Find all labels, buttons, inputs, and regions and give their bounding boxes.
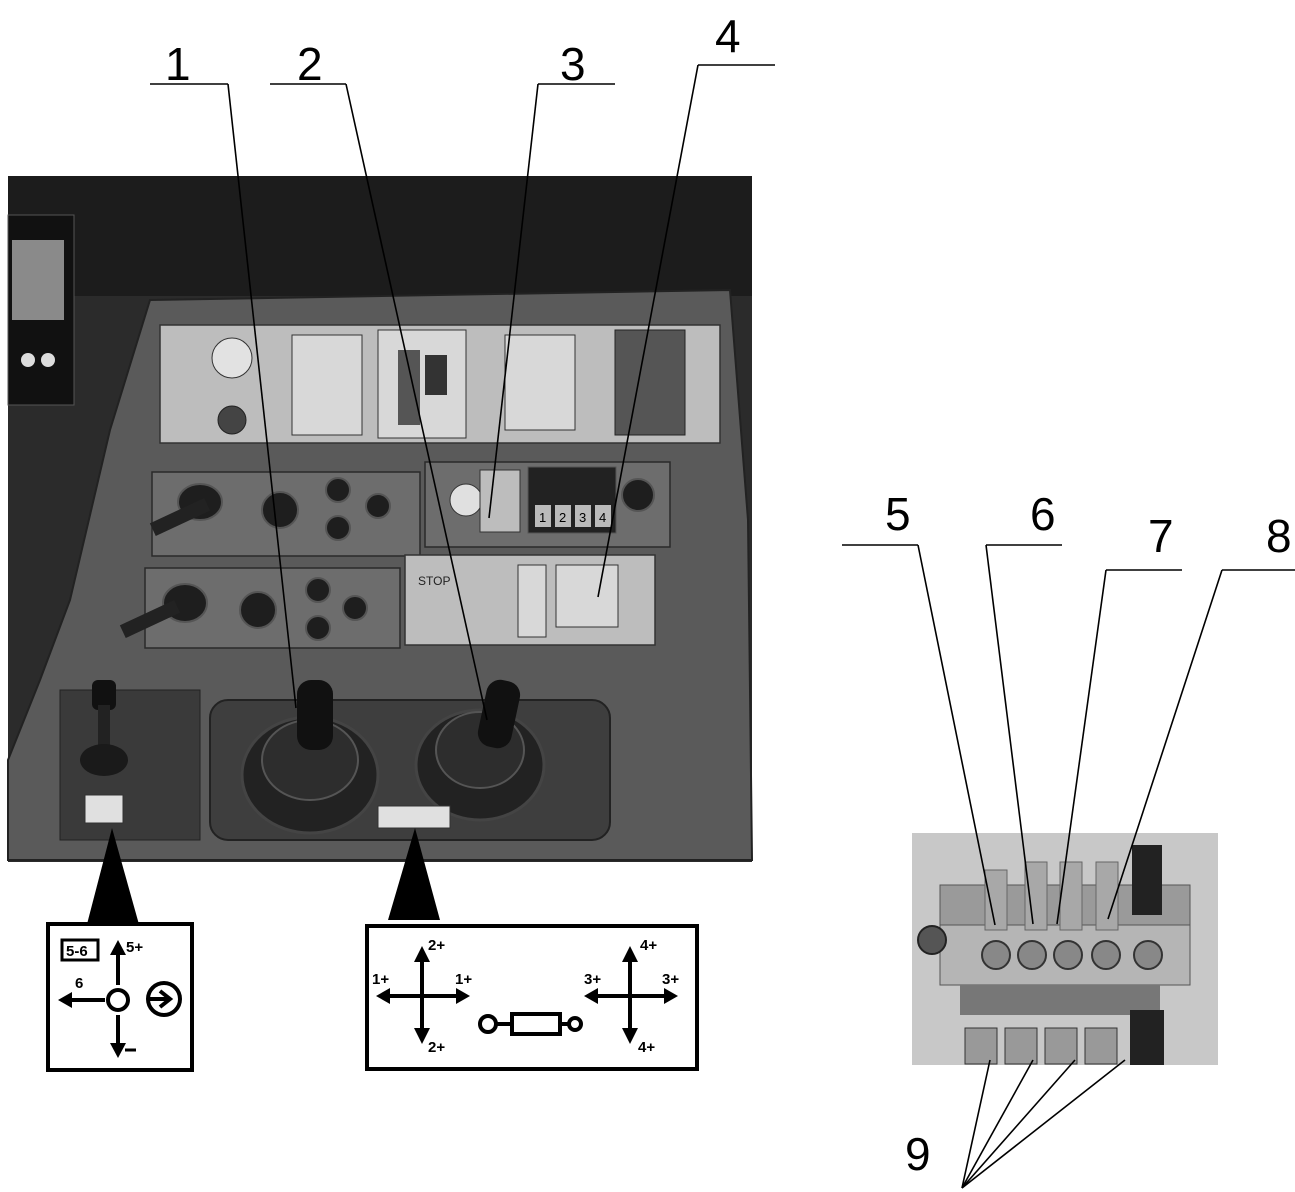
- callout-9-leader-b: [961, 1059, 1034, 1189]
- right-symbol-top-left: 2+: [428, 937, 445, 954]
- cab-control-panel-photo: 1 2 3 4 STOP: [7, 176, 754, 862]
- valve-block-photo: [912, 833, 1218, 1065]
- keypad-label-1: 1: [539, 510, 546, 525]
- callout-8: 8: [1266, 510, 1292, 562]
- right-symbol-left: 1+: [372, 971, 389, 988]
- callout-4-leader: [597, 64, 699, 598]
- callout-6-leader: [985, 544, 1034, 925]
- upper-switch-plate: [159, 324, 721, 444]
- joystick-console: [209, 679, 611, 841]
- solenoid-2: [1004, 1027, 1038, 1065]
- stop-label: STOP: [418, 574, 450, 588]
- small-lever-console: [59, 680, 201, 841]
- right-symbol-right: 3+: [662, 971, 679, 988]
- gear-icon: [106, 988, 130, 1012]
- middle-switch-panel: 1 2 3 4: [149, 461, 671, 557]
- callout-2-leader: [345, 83, 488, 721]
- callout-1-leader: [227, 83, 297, 709]
- solenoid-3: [1044, 1027, 1078, 1065]
- callout-2: 2: [297, 38, 323, 90]
- callout-3: 3: [560, 38, 586, 90]
- lower-switch-panel: STOP: [119, 554, 656, 649]
- right-symbol-right-left: 1+: [455, 971, 472, 988]
- callout-9-leader-c: [961, 1059, 1076, 1189]
- callout-3-leader: [488, 83, 539, 519]
- callout-5-leader: [917, 544, 996, 926]
- keypad-label-4: 4: [599, 510, 606, 525]
- callout-8-leader: [1107, 569, 1223, 920]
- left-symbol-plate: 5-6 5+ 6: [46, 922, 194, 1072]
- callout-4: 4: [715, 10, 741, 62]
- right-symbol-top-right: 4+: [640, 937, 657, 954]
- left-symbol-up: 5+: [126, 939, 143, 956]
- left-pointer-triangle: [86, 828, 140, 928]
- callout-1: 1: [165, 38, 191, 90]
- keypad-label-3: 3: [579, 510, 586, 525]
- callout-9-leader-a: [961, 1059, 991, 1189]
- right-symbol-left-right: 3+: [584, 971, 601, 988]
- cylinder-icon: [478, 1012, 583, 1036]
- right-symbol-bottom-left: 2+: [428, 1039, 445, 1056]
- callout-9-leader-d: [961, 1059, 1126, 1189]
- callout-7: 7: [1148, 510, 1174, 562]
- monitor-display: [7, 214, 75, 406]
- valve-callouts: 5 6 7 8 9: [842, 488, 1295, 1189]
- right-symbol-bottom-right: 4+: [638, 1039, 655, 1056]
- callout-6: 6: [1030, 488, 1056, 540]
- callout-9: 9: [905, 1128, 931, 1180]
- callout-5: 5: [885, 488, 911, 540]
- left-symbol-tag: 5-6: [66, 943, 88, 960]
- solenoid-4: [1084, 1027, 1118, 1065]
- right-pointer-triangle: [388, 828, 440, 920]
- left-symbol-left: 6: [75, 975, 83, 992]
- solenoid-1: [964, 1027, 998, 1065]
- callout-7-leader: [1056, 569, 1107, 925]
- right-symbol-plate: 2+ 1+ 1+ 2+ 4+ 3+ 3+ 4+: [365, 924, 699, 1071]
- upper-callouts: 1 2 3 4: [150, 10, 775, 721]
- keypad-label-2: 2: [559, 510, 566, 525]
